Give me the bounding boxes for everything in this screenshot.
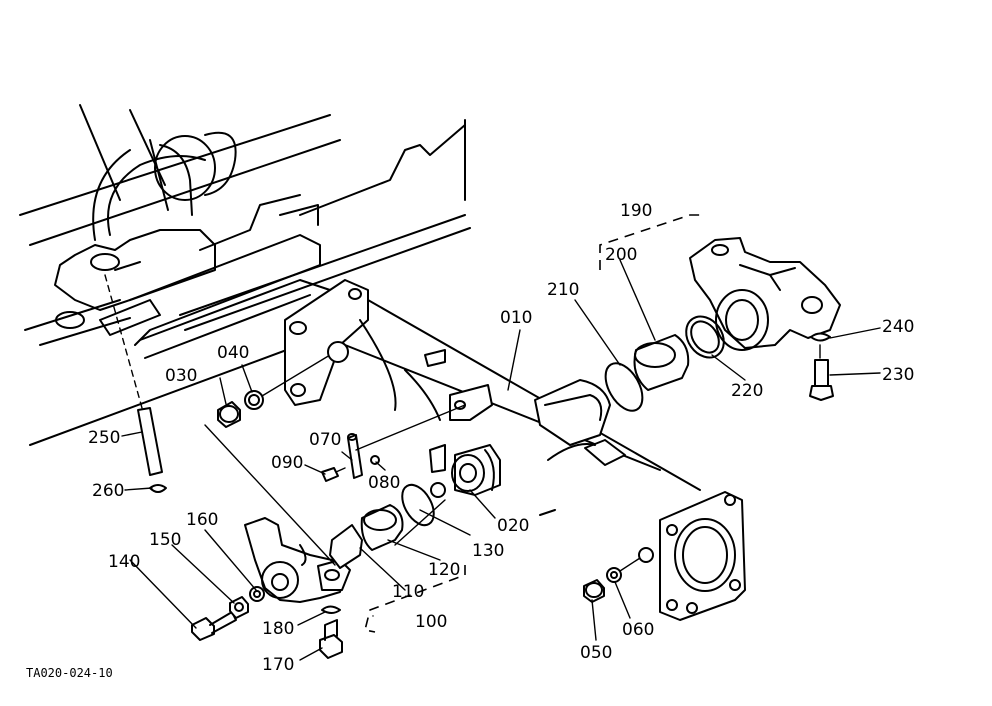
label-200: 200 [605,245,637,265]
piston-020 [430,444,501,498]
group-bracket-190 [599,214,700,270]
diagram-code: TA020-024-10 [26,666,113,680]
screw-090 [321,467,346,482]
washer-160 [249,586,265,602]
plug-030 [217,401,241,428]
label-180: 180 [262,619,294,639]
label-210: 210 [547,280,579,300]
label-010: 010 [500,308,532,328]
label-250: 250 [88,428,120,448]
clip-260 [149,484,167,493]
seal-220 [685,315,725,359]
label-090: 090 [271,453,303,473]
label-130: 130 [472,541,504,561]
main-housing-010 [284,279,746,621]
bushing-200 [633,334,690,391]
plug-050 [583,579,605,603]
washer-060 [606,547,654,583]
chassis-frame [19,104,471,446]
leader-line-shaft [394,499,446,546]
label-080: 080 [368,473,400,493]
label-020: 020 [497,516,529,536]
o-ring-210 [604,362,644,412]
label-100: 100 [415,612,447,632]
label-060: 060 [622,620,654,640]
label-230: 230 [882,365,914,385]
arm-100 [244,517,351,603]
washer-240 [810,332,831,342]
bushing-110 [329,524,363,569]
label-220: 220 [731,381,763,401]
bolt-230 [809,359,834,401]
bolt-170 [319,619,343,659]
bracket-190 [689,237,841,351]
label-160: 160 [186,510,218,530]
leader-line-arm [204,424,336,566]
label-030: 030 [165,366,197,386]
label-260: 260 [92,481,124,501]
pin-250 [104,274,163,476]
bushing-120 [360,504,404,551]
o-ring-130 [401,483,435,527]
label-150: 150 [149,530,181,550]
label-190: 190 [620,201,652,221]
pin-070 [347,404,466,479]
washer-040 [244,341,349,410]
label-120: 120 [428,560,460,580]
part-number-labels: 010 020 030 040 050 060 070 080 090 100 … [88,201,914,675]
label-170: 170 [262,655,294,675]
bolt-140 [191,611,237,641]
label-070: 070 [309,430,341,450]
group-arm-100 [364,565,466,633]
leader-lines [121,259,881,661]
label-140: 140 [108,552,140,572]
label-050: 050 [580,643,612,663]
washer-180 [321,605,341,614]
label-240: 240 [882,317,914,337]
nut-150 [229,596,249,619]
label-110: 110 [392,582,424,602]
label-040: 040 [217,343,249,363]
